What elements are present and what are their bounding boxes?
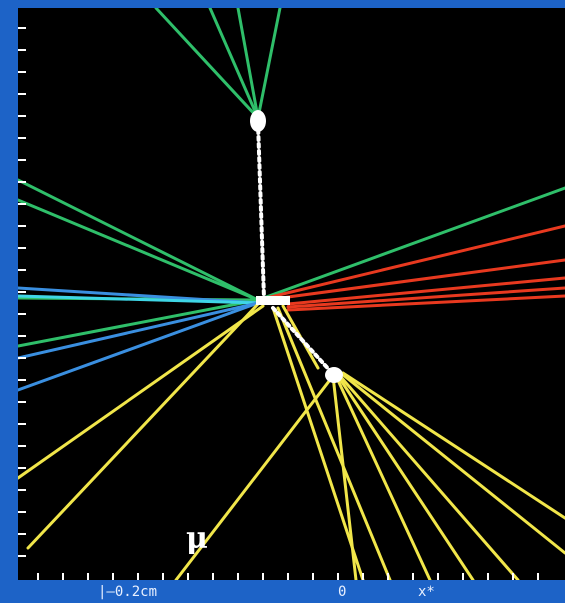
yellow-track xyxy=(338,374,520,580)
vertex-lower xyxy=(325,367,343,383)
blue-track xyxy=(18,294,260,305)
green-track xyxy=(236,8,260,120)
green-track xyxy=(18,298,260,348)
bottom-axis: |—0.2cm 0 x* xyxy=(18,580,565,603)
event-display-screen: μ xyxy=(18,8,565,580)
red-track xyxy=(286,276,565,306)
yellow-track xyxy=(281,304,320,370)
origin-label: 0 xyxy=(338,584,347,600)
yellow-track xyxy=(340,372,565,555)
yellow-track xyxy=(271,306,365,580)
scale-label: |—0.2cm xyxy=(98,584,158,600)
track-display xyxy=(18,8,565,580)
blue-track xyxy=(18,301,260,392)
red-track xyxy=(256,224,565,302)
left-scale xyxy=(18,27,26,557)
green-track xyxy=(154,8,260,120)
vertex-primary xyxy=(256,296,290,305)
green-track xyxy=(256,186,565,302)
yellow-track xyxy=(18,304,265,480)
green-track xyxy=(18,178,260,302)
decay-path-upper xyxy=(256,121,266,300)
yellow-tracks xyxy=(18,302,565,580)
green-tracks xyxy=(18,8,565,348)
yellow-track xyxy=(331,374,358,580)
yellow-track xyxy=(336,374,475,580)
red-track xyxy=(256,258,565,303)
vertices xyxy=(250,110,343,383)
yellow-track xyxy=(174,374,335,580)
green-track xyxy=(18,198,260,302)
yellow-track xyxy=(334,374,432,580)
red-track xyxy=(286,286,565,309)
red-track xyxy=(286,294,565,312)
decay-path-lower xyxy=(271,306,335,376)
bottom-scale xyxy=(37,573,539,580)
green-track xyxy=(256,8,282,120)
blue-track xyxy=(18,301,260,360)
muon-label: μ xyxy=(186,521,208,556)
green-track xyxy=(208,8,260,120)
yellow-track xyxy=(276,306,392,580)
vertex-upper xyxy=(250,110,266,132)
xstar-label: x* xyxy=(418,584,435,600)
red-tracks xyxy=(256,224,565,312)
yellow-track xyxy=(341,371,565,520)
yellow-track xyxy=(26,302,260,550)
decay-paths xyxy=(256,121,335,376)
blue-tracks xyxy=(18,286,260,392)
